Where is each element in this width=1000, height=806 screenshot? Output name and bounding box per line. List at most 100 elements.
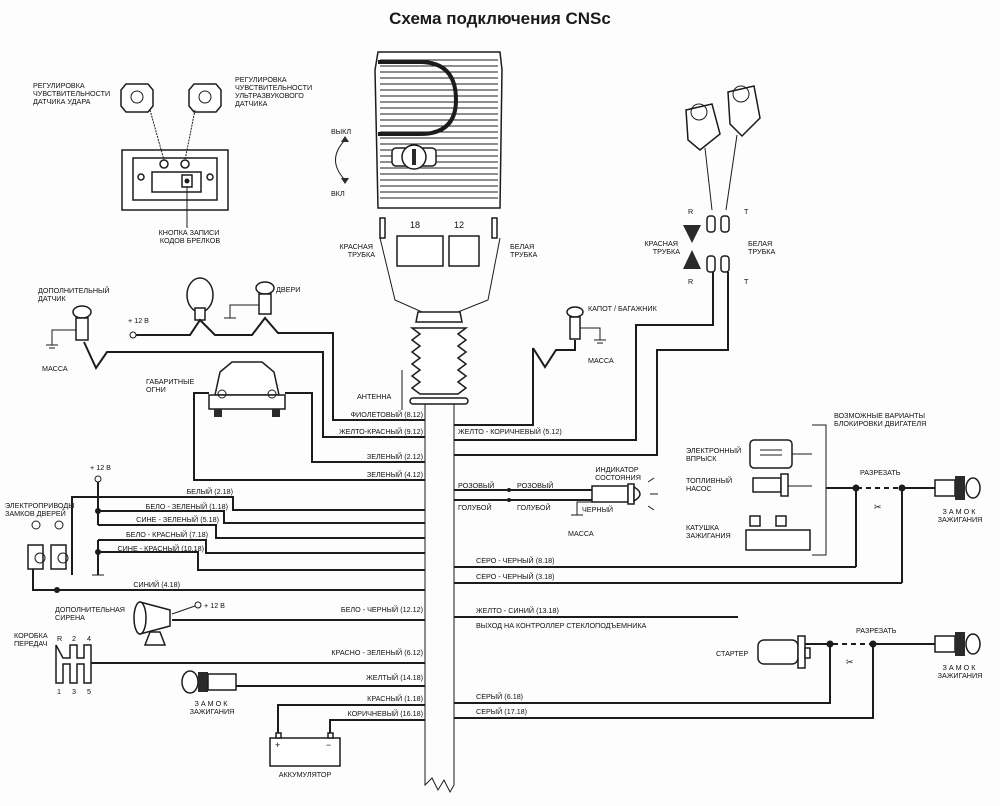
shock-adjust-label: РЕГУЛИРОВКА ЧУВСТВИТЕЛЬНОСТИ ДАТЧИКА УДА… <box>33 81 112 106</box>
junction-dot <box>507 498 511 502</box>
siren-plus12-label: + 12 В <box>204 601 225 610</box>
wire-label: СИНИЙ (4.18) <box>133 580 180 589</box>
t-bottom-label: T <box>744 277 749 286</box>
engine-block-header: ВОЗМОЖНЫЕ ВАРИАНТЫ БЛОКИРОВКИ ДВИГАТЕЛЯ <box>834 411 927 428</box>
wire-label: БЕЛЫЙ (2.18) <box>186 487 233 496</box>
wire-label: СЕРЫЙ (6.18) <box>476 692 523 701</box>
lamp-base <box>194 307 206 321</box>
d-logo <box>378 60 459 136</box>
wire-label: СЕРО - ЧЕРНЫЙ (3.18) <box>476 572 554 581</box>
hood-switch-icon <box>566 306 584 318</box>
wire-red <box>277 704 425 733</box>
r-bottom-label: R <box>688 277 693 286</box>
key-icon <box>965 633 981 655</box>
wire-label: БЕЛО - ЗЕЛЕНЫЙ (1.18) <box>146 502 228 511</box>
gear-4: 4 <box>87 634 91 643</box>
ultrasonic-adjust-label: РЕГУЛИРОВКА ЧУВСТВИТЕЛЬНОСТИ УЛЬТРАЗВУКО… <box>235 75 314 108</box>
t-top-label: T <box>744 207 749 216</box>
leader-line <box>149 109 165 161</box>
hood-label: КАПОТ / БАГАЖНИК <box>588 304 658 313</box>
starter-label: СТАРТЕР <box>716 649 749 658</box>
junction-dot <box>852 484 860 492</box>
wire-label: ЖЕЛТО - КОРИЧНЕВЫЙ (5.12) <box>458 427 562 436</box>
wire-us-white <box>454 272 729 456</box>
wire-hood <box>532 340 576 369</box>
pump-flange <box>780 473 789 497</box>
key-icon <box>965 477 981 499</box>
arrow-down-icon <box>683 225 701 243</box>
scissors-icon: ✂ <box>846 657 854 667</box>
power-terminal-icon <box>129 331 137 339</box>
siren-power-wire <box>171 605 196 615</box>
harness-bellows <box>409 327 469 395</box>
led-ground-label: МАССА <box>568 529 594 538</box>
junction-dot <box>826 640 834 648</box>
ground-wire <box>51 329 76 345</box>
r-top-label: R <box>688 207 693 216</box>
plug-r-bottom <box>706 255 716 273</box>
siren-label: ДОПОЛНИТЕЛЬНАЯ СИРЕНА <box>55 605 127 622</box>
white-tube-label: БЕЛАЯ ТРУБКА <box>510 242 537 259</box>
battery-terminal-minus <box>327 732 334 739</box>
injection-icon <box>749 439 793 469</box>
actuator-gear <box>34 552 46 564</box>
ultrasonic-sensor-left-icon <box>685 103 721 151</box>
car-icon <box>214 361 280 396</box>
junction-dot <box>507 488 511 492</box>
ultrasonic-sensors: R T R T КРАСНАЯ ТРУБКА БЕЛАЯ ТРУБКА <box>454 85 775 456</box>
main-unit: ВЫКЛ ВКЛ 18 12 КРАСНАЯ ТРУБКА БЕЛАЯ ТРУБ… <box>331 51 537 794</box>
led-ray <box>647 505 655 511</box>
button-recess <box>151 171 202 193</box>
black-label: ЧЕРНЫЙ <box>582 505 613 514</box>
power-terminal-icon <box>194 601 202 609</box>
knob-dial <box>130 90 144 104</box>
battery: + − АККУМУЛЯТОР КРАСНЫЙ (1.18) КОРИЧНЕВЫ… <box>269 694 425 779</box>
arrow-up-icon <box>683 250 701 269</box>
lock-cylinder <box>207 673 237 691</box>
wire-grey-17 <box>454 646 874 719</box>
wire-white-green <box>98 510 425 524</box>
lock-ring <box>198 672 208 692</box>
gear-3: 3 <box>72 687 76 696</box>
battery-terminal-plus <box>275 732 282 739</box>
us-white-tube-label: БЕЛАЯ ТРУБКА <box>748 239 775 256</box>
led-ray <box>647 477 655 483</box>
sensor-cable <box>704 147 713 211</box>
harness-clip <box>415 311 463 323</box>
headlight-icon <box>217 389 227 399</box>
extra-sensor-icon <box>72 305 92 319</box>
actuator-gear <box>57 552 69 564</box>
lock-ring <box>955 632 965 656</box>
led-holder <box>591 485 629 503</box>
scissors-icon: ✂ <box>874 502 882 512</box>
wire-label: СИНЕ - КРАСНЫЙ (10.18) <box>117 544 204 553</box>
ignition-lock-left-label: З А М О К ЗАЖИГАНИЯ <box>190 699 235 716</box>
leader-line <box>184 109 196 161</box>
wire-blue <box>32 569 425 591</box>
ignition-lock-right-icon <box>934 635 956 653</box>
wheel-icon <box>272 409 280 417</box>
lamp-icon <box>186 277 214 313</box>
red-tube-stub <box>379 217 386 239</box>
extra-siren: ДОПОЛНИТЕЛЬНАЯ СИРЕНА + 12 В БЕЛО - ЧЕРН… <box>55 601 425 646</box>
wire-label: СЕРО - ЧЕРНЫЙ (8.18) <box>476 556 554 565</box>
junction-dot <box>898 484 906 492</box>
right-wires: ЖЕЛТО - КОРИЧНЕВЫЙ (5.12) СЕРО - ЧЕРНЫЙ … <box>454 427 874 719</box>
code-button-label: КНОПКА ЗАПИСИ КОДОВ БРЕЛКОВ <box>159 228 222 245</box>
battery-minus: − <box>326 740 331 750</box>
harness-ring <box>409 397 469 405</box>
wire-label: ЗЕЛЕНЫЙ (4.12) <box>367 470 423 479</box>
red-tube-label: КРАСНАЯ ТРУБКА <box>339 242 375 259</box>
headlight-icon <box>267 389 277 399</box>
door-locks-label: ЭЛЕКТРОПРИВОДЫ ЗАМКОВ ДВЕРЕЙ <box>5 501 77 518</box>
fuel-pump-icon <box>752 477 782 493</box>
starter-flange <box>797 635 806 669</box>
wheel-icon <box>214 409 222 417</box>
pink-label-1: РОЗОВЫЙ <box>458 481 494 490</box>
wire-label: ЖЕЛТО-КРАСНЫЙ (9.12) <box>339 427 423 436</box>
ground-wire <box>229 304 259 318</box>
button-dot <box>184 178 190 184</box>
knob-dial <box>198 90 212 104</box>
gear-r: R <box>57 634 62 643</box>
